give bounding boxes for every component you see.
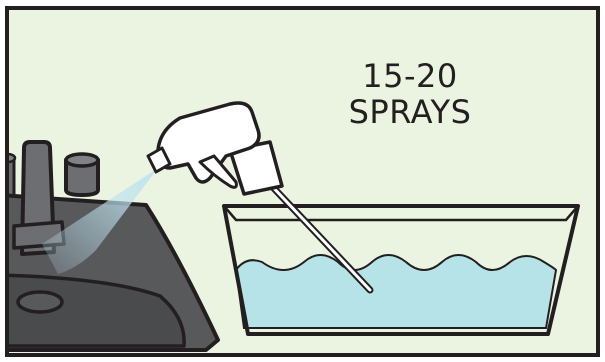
spray-count-unit: SPRAYS xyxy=(330,94,490,130)
spray-count-range: 15-20 xyxy=(330,58,490,94)
spray-count-caption: 15-20 SPRAYS xyxy=(330,58,490,130)
